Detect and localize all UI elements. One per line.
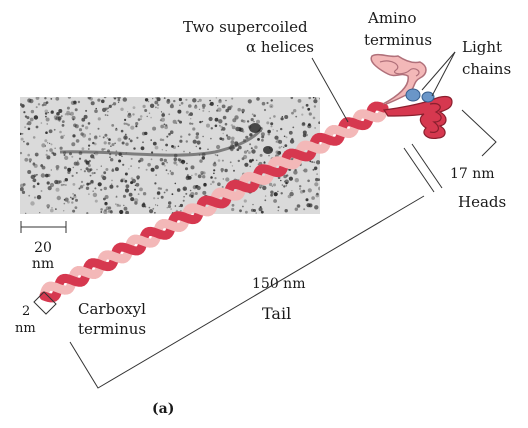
helix-strand-dark bbox=[39, 101, 389, 303]
label-supercoiled-line2: α helices bbox=[246, 38, 314, 56]
label-amino-line2: terminus bbox=[364, 31, 432, 49]
helix-strand-light-over bbox=[43, 109, 385, 295]
width-dimension bbox=[33, 291, 57, 315]
leader-lines bbox=[311, 51, 456, 123]
label-light-line2: chains bbox=[462, 60, 511, 78]
label-carboxyl-line1: Carboxyl bbox=[78, 300, 146, 318]
label-heads-size: 17 nm bbox=[450, 166, 495, 182]
head-lower bbox=[382, 95, 453, 139]
label-width-value: 2 bbox=[22, 304, 30, 319]
head-lower-coil bbox=[429, 103, 442, 133]
myosin-tail bbox=[39, 101, 389, 303]
light-chain-upper bbox=[405, 88, 421, 102]
panel-label: (a) bbox=[152, 401, 174, 417]
label-supercoiled-line1: Two supercoiled bbox=[183, 18, 308, 36]
light-chain-lower bbox=[421, 91, 435, 103]
electron-micrograph bbox=[20, 97, 320, 214]
label-heads: Heads bbox=[458, 193, 506, 211]
label-carboxyl-line2: terminus bbox=[78, 320, 146, 338]
label-light-line1: Light bbox=[462, 38, 502, 56]
scale-bar-value: 20 bbox=[34, 240, 52, 256]
tail-dimension bbox=[69, 195, 425, 389]
scale-bar-unit: nm bbox=[32, 256, 54, 272]
label-width-unit: nm bbox=[15, 321, 36, 336]
label-amino-line1: Amino bbox=[367, 9, 417, 27]
label-tail: Tail bbox=[262, 304, 291, 323]
heads-dimension bbox=[403, 109, 497, 193]
myosin-heads bbox=[370, 53, 453, 139]
scale-bar: 20 nm bbox=[20, 221, 67, 272]
head-upper-coil bbox=[379, 60, 420, 77]
label-tail-length: 150 nm bbox=[252, 276, 305, 292]
